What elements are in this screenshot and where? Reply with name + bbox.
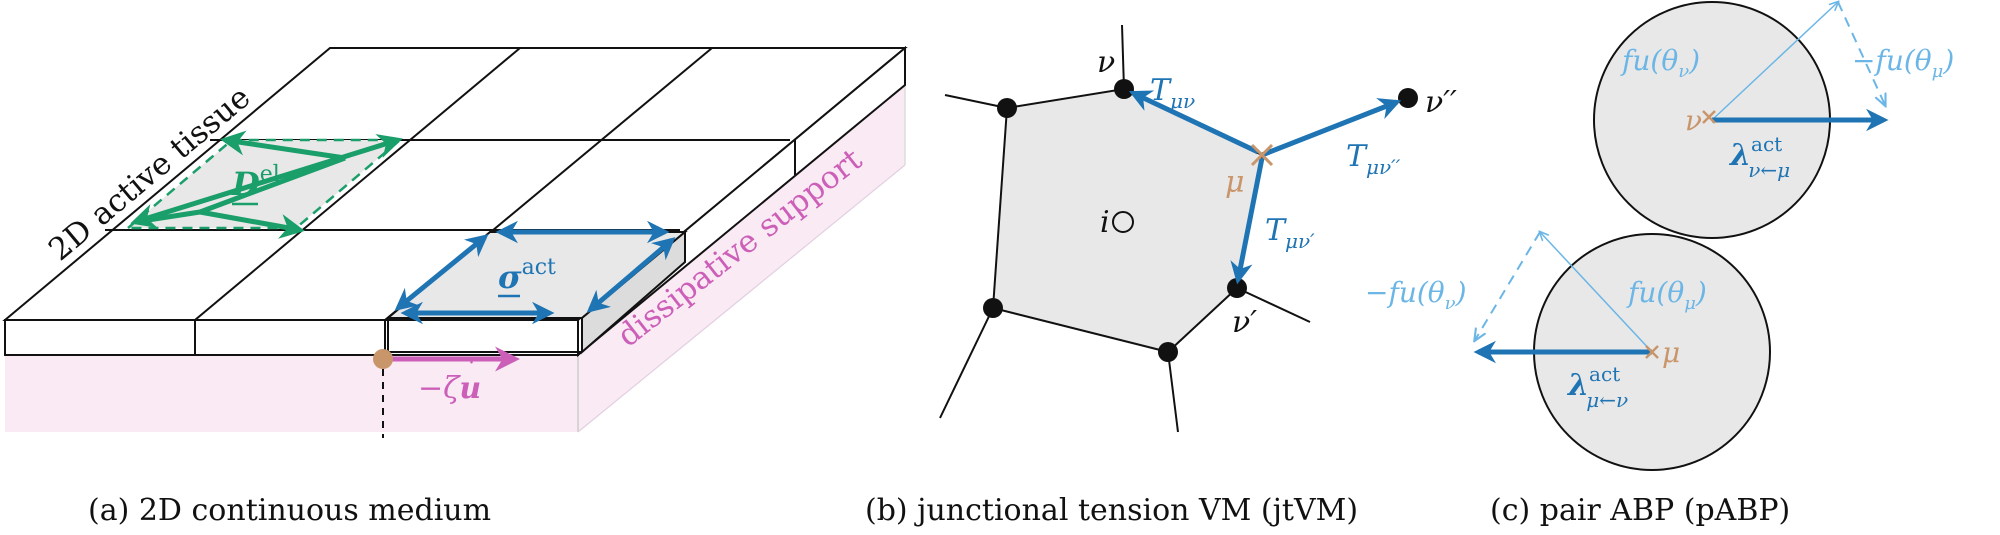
vertex xyxy=(1158,342,1178,362)
vertex-nu-prime xyxy=(1227,278,1247,298)
label-i: i xyxy=(1100,205,1110,240)
tension-arrow-nu-dprime xyxy=(1261,98,1402,158)
vertex-nu xyxy=(1114,79,1134,99)
tension-arrows xyxy=(1128,90,1402,285)
label-T-mu-nu-dprime: Tμν′′ xyxy=(1346,139,1401,179)
fu-nu-label: fu(θν) xyxy=(1620,44,1700,82)
sigma-label: σact xyxy=(498,255,556,296)
friction-label: −ζu xyxy=(418,371,481,406)
vertex-mu xyxy=(1250,143,1274,167)
support-edge-bottom xyxy=(577,164,906,433)
sigma-arrow-right xyxy=(586,237,676,313)
label-T-mu-nu: Tμν xyxy=(1150,73,1195,113)
d-arrow-right xyxy=(199,155,346,215)
d-label: Del xyxy=(231,162,280,203)
label-nu-prime: ν′ xyxy=(1232,305,1257,340)
point-mu xyxy=(1645,345,1659,359)
cell-i xyxy=(991,87,1264,354)
d-arrow-upper xyxy=(220,130,346,161)
label-T-mu-nu-prime: Tμν′ xyxy=(1265,213,1315,253)
minus-fu-nu-arrow xyxy=(1475,231,1541,340)
fu-mu-arrow xyxy=(1540,232,1653,353)
minus-fu-mu-arrow xyxy=(1837,1,1885,105)
label-mu: μ xyxy=(1225,165,1245,200)
fu-mu-label: fu(θμ) xyxy=(1626,276,1707,314)
friction-dot: ˙ xyxy=(466,359,477,384)
d-arrow-lower xyxy=(199,209,305,239)
caption-b: (b) junctional tension VM (jtVM) xyxy=(865,493,1358,528)
d-arrow-left xyxy=(134,209,201,225)
caption-a: (a) 2D continuous medium xyxy=(88,493,491,528)
d-arrow-diag xyxy=(130,134,403,228)
support-front-face xyxy=(5,355,578,432)
sigma-arrows xyxy=(394,220,676,325)
label-nu-dprime: ν′′ xyxy=(1425,85,1457,120)
vertex-nu-dprime xyxy=(1398,88,1418,108)
panel-b: ν ν′ ν′′ μ i Tμν Tμν′′ Tμν′ (b) junction… xyxy=(865,24,1457,528)
minus-fu-mu-label: −fu(θμ) xyxy=(1852,44,1954,82)
slab-front-face xyxy=(4,319,579,356)
point-nu-label: ν xyxy=(1685,104,1702,137)
fu-nu-arrow xyxy=(1711,2,1838,121)
friction-point xyxy=(373,349,393,369)
support-right-face xyxy=(578,85,905,432)
cell-center xyxy=(1112,211,1134,233)
vertex xyxy=(983,298,1003,318)
cell-edges xyxy=(939,24,1311,433)
label-nu: ν xyxy=(1097,45,1115,80)
point-mu-label: μ xyxy=(1662,336,1680,369)
panel-a: σact Del 2D active tissue dissipative su… xyxy=(2,45,908,528)
d-arrows xyxy=(130,130,403,239)
caption-c: (c) pair ABP (pABP) xyxy=(1490,493,1790,528)
tension-arrow-nu-prime xyxy=(1230,157,1265,285)
sigma-arrow-left xyxy=(394,234,489,311)
tension-arrow-nu xyxy=(1128,90,1260,155)
vertex xyxy=(997,98,1017,118)
point-nu xyxy=(1702,110,1716,124)
minus-fu-nu-label: −fu(θν) xyxy=(1365,276,1467,314)
